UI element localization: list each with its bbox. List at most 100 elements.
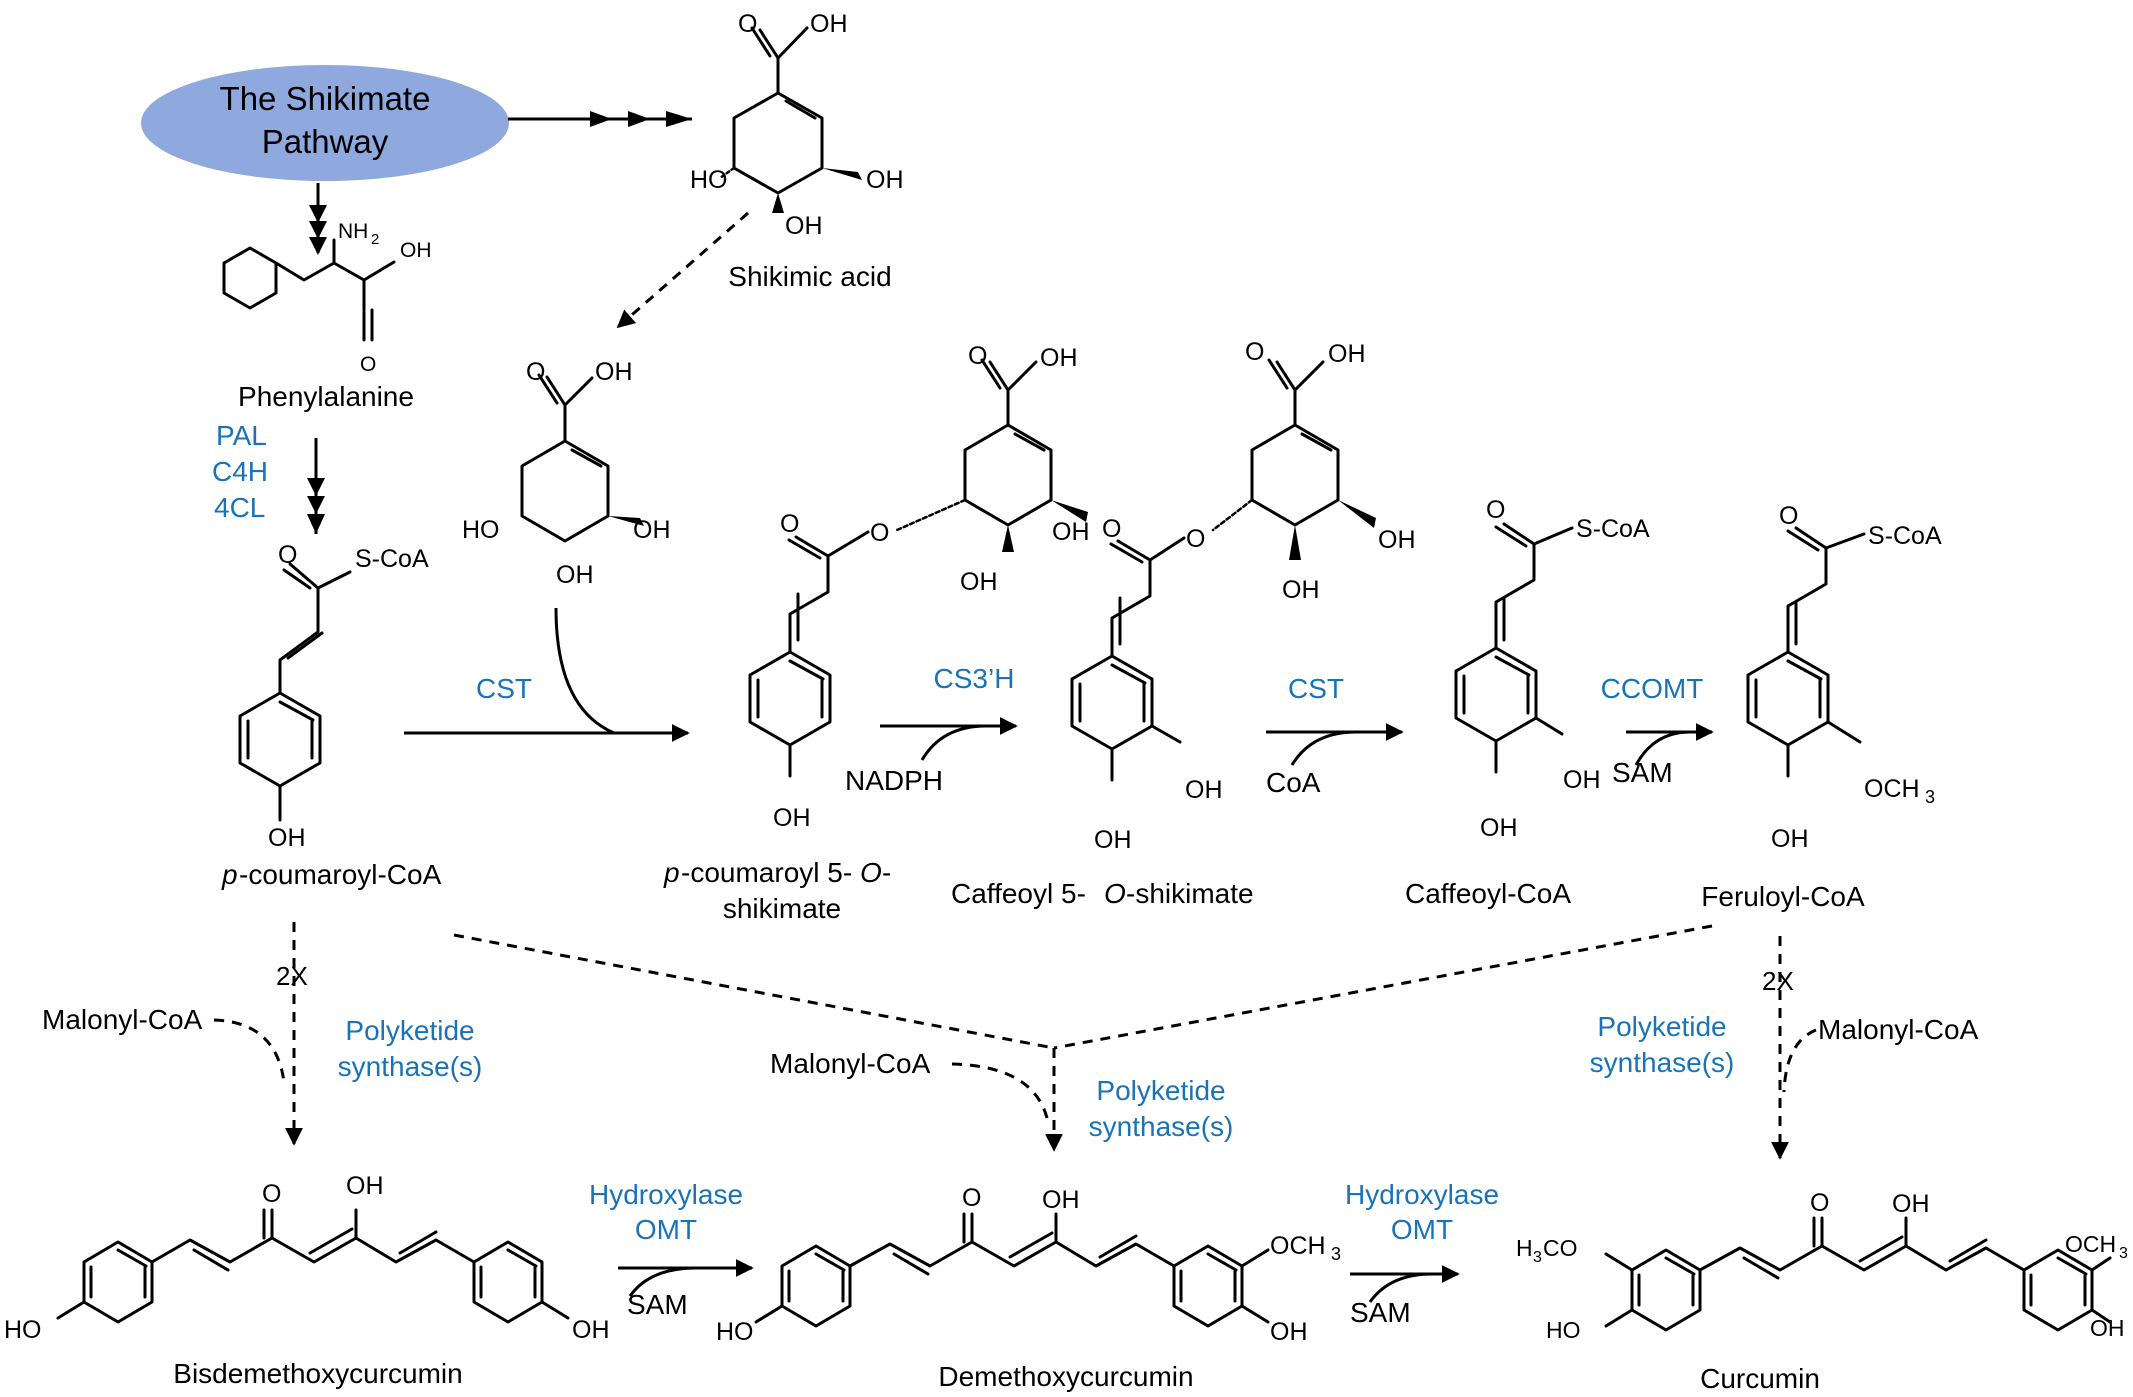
caffeoyl-coa-label: Caffeoyl-CoA	[1405, 878, 1571, 909]
atom-label: OH	[866, 166, 904, 194]
cofactor-sam-1: SAM	[627, 1289, 688, 1320]
atom-label: OH	[810, 10, 848, 38]
cofactor-sam: SAM	[1612, 757, 1673, 788]
bisdemethoxycurcumin-structure: O OH HO OH	[4, 1172, 610, 1344]
caffeoyl-coa-structure: O S-CoA OH OH	[1454, 496, 1650, 842]
atom-label: OH	[1282, 576, 1320, 604]
p-coumaroyl-coa-label: p -coumaroyl-CoA	[221, 859, 442, 890]
atom-label: S-CoA	[355, 545, 429, 573]
phenylalanine-structure: NH 2 OH O	[222, 220, 432, 376]
caffeoyl-shikimate-structure: O OH OH OH O O OH OH	[1070, 338, 1416, 854]
compound-name: -coumaroyl-CoA	[239, 859, 442, 890]
feruloyl-coa-label: Feruloyl-CoA	[1701, 881, 1865, 912]
shikimate-pathway-label-2: Pathway	[262, 123, 389, 160]
multi-step-arrow-to-shikimic-acid	[508, 111, 692, 127]
malonyl-coa-right: Malonyl-CoA	[1818, 1014, 1979, 1045]
atom-label: O	[738, 10, 757, 38]
atom-label: OH	[1042, 1186, 1080, 1214]
atom-label: 3	[1533, 1249, 1542, 1266]
enzyme-pal: PAL	[216, 420, 267, 451]
atom-label: H	[1516, 1235, 1533, 1261]
atom-label: HO	[462, 516, 500, 544]
stoichiometry-2x-left: 2X	[276, 961, 308, 991]
compound-name-part: Caffeoyl 5-	[951, 878, 1086, 909]
curcumin-structure: O OH H 3 CO HO OCH 3 OH	[1516, 1189, 2128, 1343]
atom-label: S-CoA	[1576, 515, 1650, 543]
atom-label: O	[526, 358, 545, 386]
atom-label: S-CoA	[1868, 522, 1942, 550]
demethoxycurcumin-label: Demethoxycurcumin	[938, 1361, 1193, 1392]
enzyme-hydroxylase-1: Hydroxylase	[589, 1179, 743, 1210]
atom-label: OH	[1480, 814, 1518, 842]
atom-label: CO	[1543, 1235, 1578, 1261]
shikimic-acid-structure: O OH HO OH OH	[690, 10, 904, 240]
atom-label: OH	[2090, 1315, 2125, 1341]
enzyme-4cl: 4CL	[214, 492, 265, 523]
stoichiometry-2x-right: 2X	[1762, 966, 1794, 996]
cofactor-sam-2: SAM	[1350, 1297, 1411, 1328]
cst-2-reaction-arrow	[1266, 723, 1404, 766]
atom-label: O	[780, 510, 799, 538]
atom-label: HO	[690, 166, 728, 194]
atom-label: O	[1102, 515, 1121, 543]
phenylalanine-label: Phenylalanine	[238, 381, 414, 412]
multi-step-arrow-to-phenylalanine	[309, 183, 327, 255]
atom-label: OCH	[1270, 1232, 1326, 1260]
dashed-flow-left	[213, 922, 303, 1146]
dashed-flow-middle	[453, 924, 1713, 1152]
enzyme-c4h: C4H	[212, 456, 268, 487]
shikimate-pathway-node: The Shikimate Pathway	[141, 65, 509, 181]
compound-name-part: -coumaroyl 5-	[681, 857, 852, 888]
multi-step-arrow-to-p-coumaroyl-coa	[307, 438, 325, 534]
enzyme-cst-2: CST	[1288, 673, 1344, 704]
enzyme-cst-1: CST	[476, 673, 532, 704]
dashed-flow-right	[1771, 936, 1817, 1160]
p-coumaroyl-shikimate-label: p -coumaroyl 5- O - shikimate	[663, 857, 891, 924]
malonyl-coa-left: Malonyl-CoA	[42, 1004, 203, 1035]
atom-label: O	[1245, 338, 1264, 366]
atom-label: O	[1779, 502, 1798, 530]
atom-label: OH	[1040, 344, 1078, 372]
atom-label: OH	[1378, 526, 1416, 554]
enzyme-pks-left-1: Polyketide	[345, 1015, 474, 1046]
enzyme-pks-left-2: synthase(s)	[338, 1051, 483, 1082]
atom-label: OH	[346, 1172, 384, 1200]
atom-label: OH	[1771, 825, 1809, 853]
atom-label: HO	[1546, 1317, 1581, 1343]
enzyme-omt-2: OMT	[1391, 1214, 1453, 1245]
hydroxylase-omt-arrow-1	[618, 1259, 754, 1297]
atom-label: 3	[1925, 787, 1935, 807]
enzyme-ccomt: CCOMT	[1601, 673, 1704, 704]
atom-label: O	[360, 353, 376, 376]
malonyl-coa-middle: Malonyl-CoA	[770, 1048, 931, 1079]
atom-label: OH	[1328, 340, 1366, 368]
cofactor-nadph: NADPH	[845, 765, 943, 796]
enzyme-pks-right-1: Polyketide	[1597, 1011, 1726, 1042]
atom-label: OH	[400, 239, 432, 262]
enzyme-pks-middle-2: synthase(s)	[1089, 1111, 1234, 1142]
curcumin-label: Curcumin	[1700, 1363, 1820, 1394]
atom-label: 2	[371, 231, 379, 248]
atom-label: O	[1810, 1189, 1829, 1217]
atom-label: OH	[572, 1316, 610, 1344]
atom-label: OH	[1185, 776, 1223, 804]
compound-name-part: -	[882, 857, 891, 888]
atom-label: O	[262, 1180, 281, 1208]
compound-name-part: -shikimate	[1126, 878, 1254, 909]
cs3h-reaction-arrow	[880, 717, 1018, 761]
enzyme-hydroxylase-2: Hydroxylase	[1345, 1179, 1499, 1210]
atom-label: OH	[1052, 518, 1090, 546]
hydroxylase-omt-arrow-2	[1350, 1265, 1460, 1303]
italic-o: O	[1104, 878, 1126, 909]
atom-label: O	[278, 541, 297, 569]
atom-label: OH	[1270, 1318, 1308, 1346]
atom-label: OH	[773, 804, 811, 832]
atom-label: OCH	[2065, 1231, 2116, 1257]
enzyme-pks-middle-1: Polyketide	[1096, 1075, 1225, 1106]
atom-label: O	[1186, 525, 1205, 553]
atom-label: NH	[338, 220, 368, 243]
shikimate-reactant-structure: O OH HO OH OH	[462, 358, 671, 589]
ccomt-reaction-arrow	[1626, 723, 1714, 766]
compound-name-part: shikimate	[723, 893, 841, 924]
atom-label: 3	[2119, 1245, 2128, 1262]
